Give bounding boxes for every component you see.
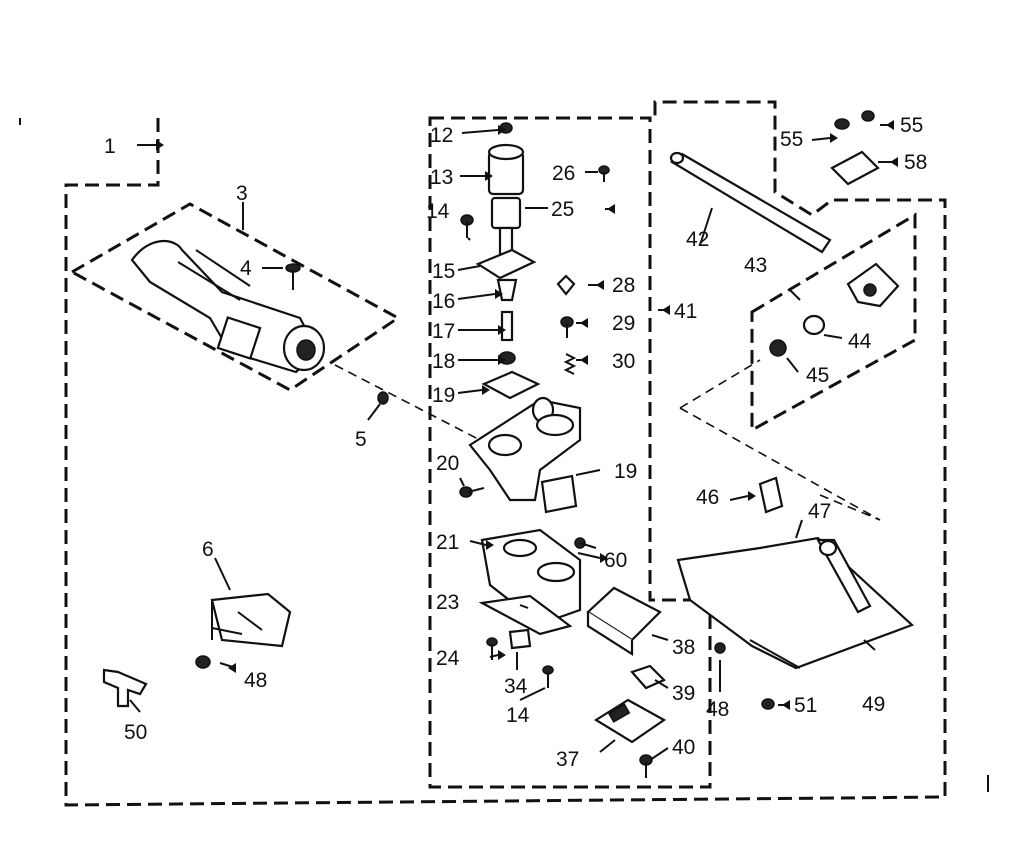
outer-assembly-boundary: [64, 100, 947, 807]
label-60: 60: [604, 549, 627, 572]
label-25: 25: [551, 198, 574, 221]
label-14-bottom: 14: [506, 704, 530, 727]
scan-mark: [19, 118, 989, 792]
label-5: 5: [355, 428, 367, 451]
label-16: 16: [432, 290, 455, 313]
burner-tube: [130, 239, 326, 374]
label-21: 21: [436, 531, 459, 554]
label-15: 15: [432, 260, 455, 283]
pin-part-17: [500, 310, 514, 342]
burner-connection-line: [334, 364, 481, 441]
label-55-right: 55: [900, 114, 923, 137]
gasket-part-19-top: [481, 370, 541, 400]
flange-part-15: [475, 248, 537, 280]
fitting-part-43: [846, 262, 900, 308]
screw-part-4: [285, 263, 301, 290]
label-3: 3: [236, 182, 248, 205]
label-40: 40: [672, 736, 695, 759]
valve-screws: [459, 165, 653, 778]
fitting-part-44: [802, 314, 826, 336]
label-48-right: 48: [706, 698, 729, 721]
label-45: 45: [806, 364, 829, 387]
label-13: 13: [430, 166, 453, 189]
connector-part-39: [630, 664, 666, 690]
label-6: 6: [202, 538, 214, 561]
label-19-top: 19: [432, 384, 455, 407]
label-12: 12: [430, 124, 453, 147]
label-47: 47: [808, 500, 831, 523]
label-17: 17: [432, 320, 455, 343]
label-34: 34: [504, 675, 528, 698]
diaphragm-part-16: [496, 278, 518, 302]
label-48-left: 48: [244, 669, 267, 692]
screw-part-55-left: [834, 118, 850, 130]
bolt-part-50: [102, 668, 148, 708]
label-58: 58: [904, 151, 927, 174]
label-14-top: 14: [426, 200, 450, 223]
valve-stack: [468, 122, 667, 744]
label-51: 51: [794, 694, 817, 717]
label-38: 38: [672, 636, 695, 659]
label-24: 24: [436, 647, 460, 670]
label-44: 44: [848, 330, 872, 353]
label-29: 29: [612, 312, 635, 335]
label-28: 28: [612, 274, 635, 297]
label-18: 18: [432, 350, 455, 373]
label-part-37: [593, 698, 667, 744]
label-50: 50: [124, 721, 147, 744]
nut-part-45: [769, 339, 787, 357]
screw-part-51: [761, 698, 775, 710]
burner-group-boundary: [68, 202, 401, 392]
gasket-part-23: [478, 594, 573, 636]
bracket-connection-line: [679, 359, 881, 521]
label-4: 4: [240, 257, 252, 280]
label-39: 39: [672, 682, 695, 705]
label-42: 42: [686, 228, 709, 251]
part-number-labels: 1 3 4 5 6 12 13 14 15 16 17 18 19 20 21 …: [104, 114, 927, 771]
label-55-left: 55: [780, 128, 803, 151]
label-41: 41: [674, 300, 697, 323]
screw-part-55-right: [861, 110, 875, 122]
nut-part-5: [377, 391, 389, 405]
gasket-part-19-side: [540, 474, 578, 514]
screw-part-48-left: [195, 655, 211, 669]
tube-part-42: [669, 151, 832, 254]
label-20: 20: [436, 452, 459, 475]
clip-part-46: [758, 476, 784, 514]
label-46: 46: [696, 486, 719, 509]
clip-part-34: [508, 628, 532, 650]
leader-arrowheads: [156, 120, 898, 710]
mounting-bracket-part-49: [676, 536, 915, 670]
label-1: 1: [104, 135, 116, 158]
label-30: 30: [612, 350, 635, 373]
fitting-group-boundary: [750, 212, 917, 433]
label-26: 26: [552, 162, 575, 185]
bracket-part-58: [830, 150, 880, 186]
screw-part-48-right: [714, 642, 726, 654]
bracket-part-6: [210, 592, 292, 648]
label-49: 49: [862, 693, 885, 716]
label-19-side: 19: [614, 460, 637, 483]
label-37: 37: [556, 748, 579, 771]
sleeve-part-25: [490, 196, 522, 230]
label-23: 23: [436, 591, 459, 614]
label-43: 43: [744, 254, 767, 277]
